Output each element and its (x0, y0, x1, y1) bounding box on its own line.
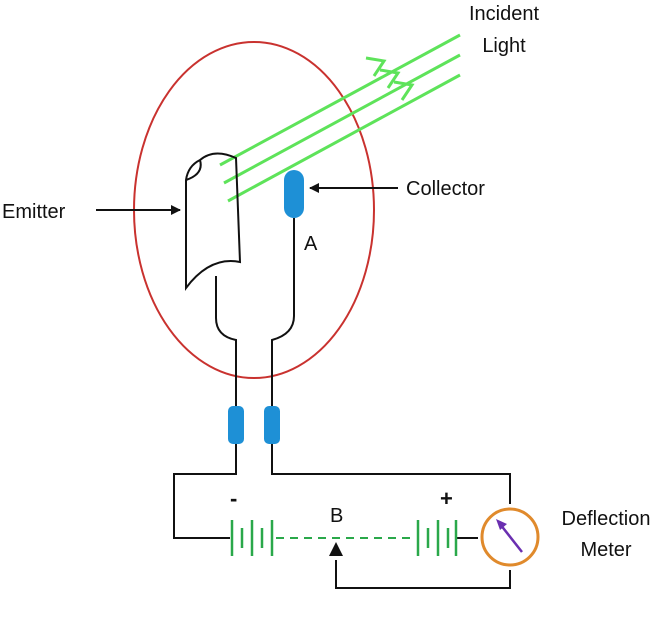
emitter-lead (215, 276, 237, 406)
label-minus: - (230, 486, 237, 511)
collector-seal (264, 406, 280, 444)
light-ray (223, 53, 461, 185)
label-incident-light-line2: Light (482, 35, 526, 57)
label-meter-line2: Meter (580, 539, 631, 561)
circuit-wire-right (271, 444, 511, 504)
collector-electrode (284, 170, 304, 218)
label-meter-line1: Deflection (562, 508, 651, 530)
light-ray (227, 73, 461, 203)
meter-needle-head (496, 519, 507, 530)
incident-light-rays (219, 33, 461, 203)
circuit-wire-bottom (335, 560, 511, 589)
label-collector: Collector (406, 178, 485, 200)
light-ray (219, 33, 461, 167)
light-arrowhead (379, 68, 401, 89)
label-point-b: B (330, 505, 343, 527)
label-incident-light-line1: Incident (469, 3, 539, 25)
collector-lead (271, 218, 295, 406)
circuit-wire-left (173, 444, 237, 539)
light-arrowhead (393, 80, 415, 101)
emitter-plate (185, 152, 242, 291)
battery-left (230, 520, 274, 556)
emitter-seal (228, 406, 244, 444)
label-emitter: Emitter (2, 201, 66, 223)
meter-needle (499, 523, 523, 553)
label-point-a: A (304, 233, 318, 255)
label-plus: + (440, 486, 453, 511)
slider-arrowhead (329, 542, 343, 556)
light-arrowhead (365, 56, 387, 77)
battery-right (416, 520, 458, 556)
